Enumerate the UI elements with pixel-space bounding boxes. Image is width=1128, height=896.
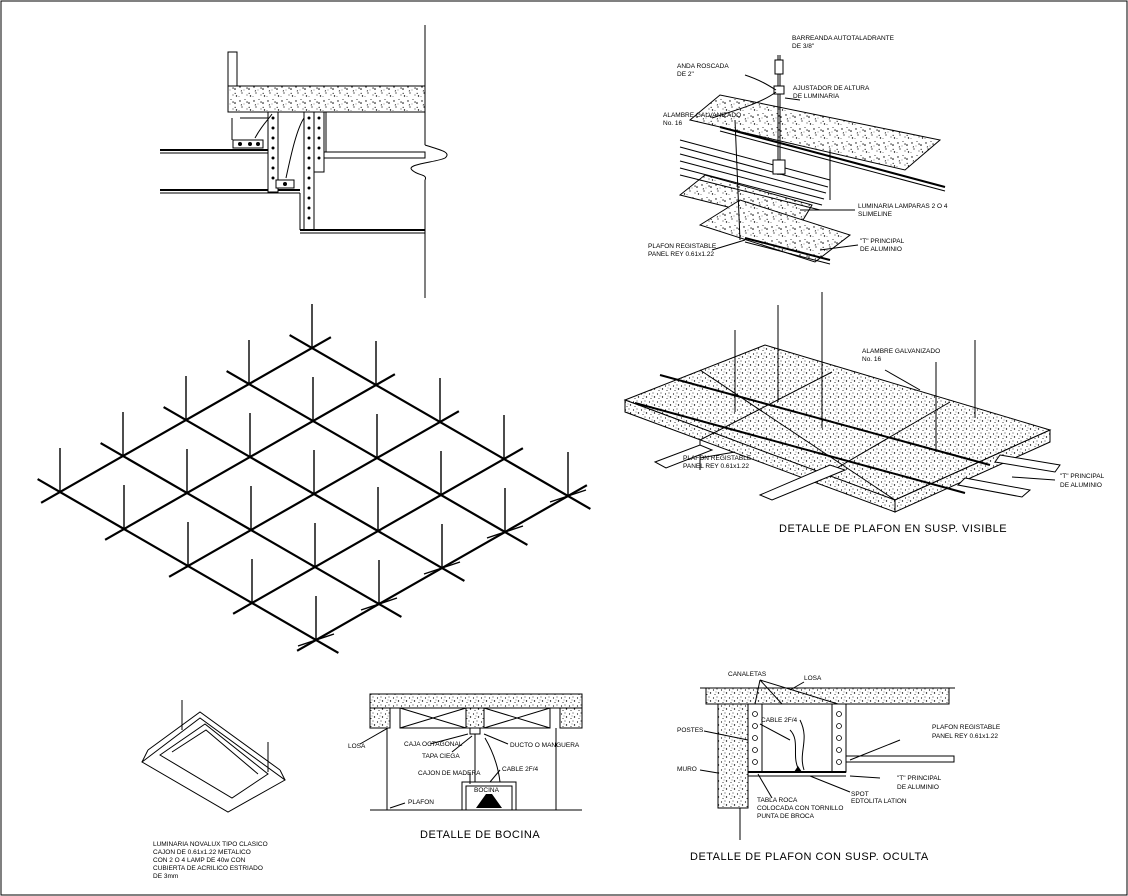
- label-alambre-visible-2: No. 16: [862, 356, 882, 363]
- hidden-susp-slab: [705, 687, 950, 705]
- title-visible-suspension: DETALLE DE PLAFON EN SUSP. VISIBLE: [779, 523, 1007, 535]
- label-cable-hidden: CABLE 2F/4: [761, 717, 798, 724]
- grid-end-stub: [549, 489, 587, 503]
- label-losa-bocina: LOSA: [348, 743, 366, 750]
- label-spot: SPOT: [851, 791, 869, 798]
- hidden-suspension-detail: CANALETAS LOSA CABLE 2F/4 POSTES MURO PL…: [677, 671, 1001, 863]
- title-bocina: DETALLE DE BOCINA: [420, 829, 540, 841]
- label-ajustador-2: DE LUMINARIA: [793, 93, 840, 100]
- label-plafon-hidden: PLAFON REGISTABLE: [932, 724, 1001, 731]
- bocina-slab: [369, 693, 583, 709]
- label-luminaria-2: SLIMELINE: [858, 211, 893, 218]
- label-barrenanda-2: DE 3/8": [792, 43, 815, 50]
- label-bocina: BOCINA: [474, 787, 500, 794]
- label-alambre: ALAMBRE GALVANIZADO: [663, 112, 741, 119]
- label-tprincipal-visible-2: DE ALUMINIO: [1060, 482, 1102, 489]
- grid-end-stub: [360, 597, 398, 611]
- label-canaletas: CANALETAS: [728, 671, 767, 678]
- label-plafon-2: PANEL REY 0.61x1.22: [648, 251, 714, 258]
- hanger-detail: BARREANDA AUTOTALADRANTE DE 3/8" ANDA RO…: [648, 35, 948, 265]
- luminaire-caption-3: CON 2 O 4 LAMP DE 40w CON: [153, 857, 246, 864]
- grid-end-stub: [486, 525, 524, 539]
- label-tapa: TAPA CIEGA: [422, 753, 460, 760]
- label-alambre-visible: ALAMBRE GALVANIZADO: [862, 348, 940, 355]
- label-tabla-2: COLOCADA CON TORNILLO: [757, 805, 843, 812]
- label-tabla-3: PUNTA DE BROCA: [757, 813, 815, 820]
- label-cajon: CAJON DE MADERA: [418, 770, 481, 777]
- label-spot-2: EDTOLITA LATION: [851, 798, 907, 805]
- label-postes: POSTES: [677, 727, 704, 734]
- label-tprincipal-visible: "T" PRINCIPAL: [1060, 473, 1105, 480]
- label-ancla: ANDA ROSCADA: [677, 63, 729, 70]
- label-plafon-bocina: PLAFON: [408, 799, 434, 806]
- luminaire-detail: LUMINARIA NOVALUX TIPO CLASICO CAJON DE …: [141, 700, 286, 880]
- label-cable-bocina: CABLE 2F/4: [502, 766, 539, 773]
- label-alambre-2: No. 16: [663, 120, 683, 127]
- label-ducto: DUCTO O MANGUERA: [510, 742, 580, 749]
- label-plafon-hidden-2: PANEL REY 0.61x1.22: [932, 733, 998, 740]
- grid-end-stub: [297, 633, 335, 647]
- label-plafon-visible: PLAFON REGISTABLE: [683, 455, 752, 462]
- label-ancla-2: DE 2": [677, 71, 694, 78]
- luminaire-caption-2: CAJON DE 0.61x1.22 METALICO: [153, 849, 251, 856]
- luminaire-caption-5: DE 3mm: [153, 873, 178, 880]
- visible-suspension-detail: ALAMBRE GALVANIZADO No. 16 PLAFON REGIST…: [623, 292, 1105, 535]
- label-barrenanda: BARREANDA AUTOTALADRANTE: [792, 35, 895, 42]
- label-losa-hidden: LOSA: [804, 675, 822, 682]
- label-tprincipal: "T" PRINCIPAL: [860, 238, 905, 245]
- label-ajustador: AJUSTADOR DE ALTURA: [793, 85, 870, 92]
- label-tprincipal-hidden: "T" PRINCIPAL: [897, 775, 942, 782]
- iso-ceiling-grid: [37, 304, 591, 654]
- label-plafon: PLAFON REGISTABLE: [648, 243, 717, 250]
- label-luminaria: LUMINARIA LAMPARAS 2 O 4: [858, 203, 948, 210]
- slab-section: [227, 85, 426, 113]
- bocina-detail: LOSA CAJA OCTAGONAL TAPA CIEGA DUCTO O M…: [348, 693, 583, 841]
- label-caja: CAJA OCTAGONAL: [404, 741, 463, 748]
- luminaire-caption-1: LUMINARIA NOVALUX TIPO CLASICO: [153, 841, 268, 848]
- luminaire-caption-4: CUBIERTA DE ACRILICO ESTRIADO: [153, 865, 263, 872]
- label-tprincipal-hidden-2: DE ALUMINIO: [897, 784, 939, 791]
- grid-end-stub: [423, 561, 461, 575]
- label-tprincipal-2: DE ALUMINIO: [860, 246, 902, 253]
- title-hidden-suspension: DETALLE DE PLAFON CON SUSP. OCULTA: [690, 851, 929, 863]
- label-tabla: TABLA ROCA: [757, 797, 798, 804]
- label-plafon-visible-2: PANEL REY 0.61x1.22: [683, 463, 749, 470]
- soffit-section-detail: [160, 25, 448, 298]
- label-muro: MURO: [677, 766, 697, 773]
